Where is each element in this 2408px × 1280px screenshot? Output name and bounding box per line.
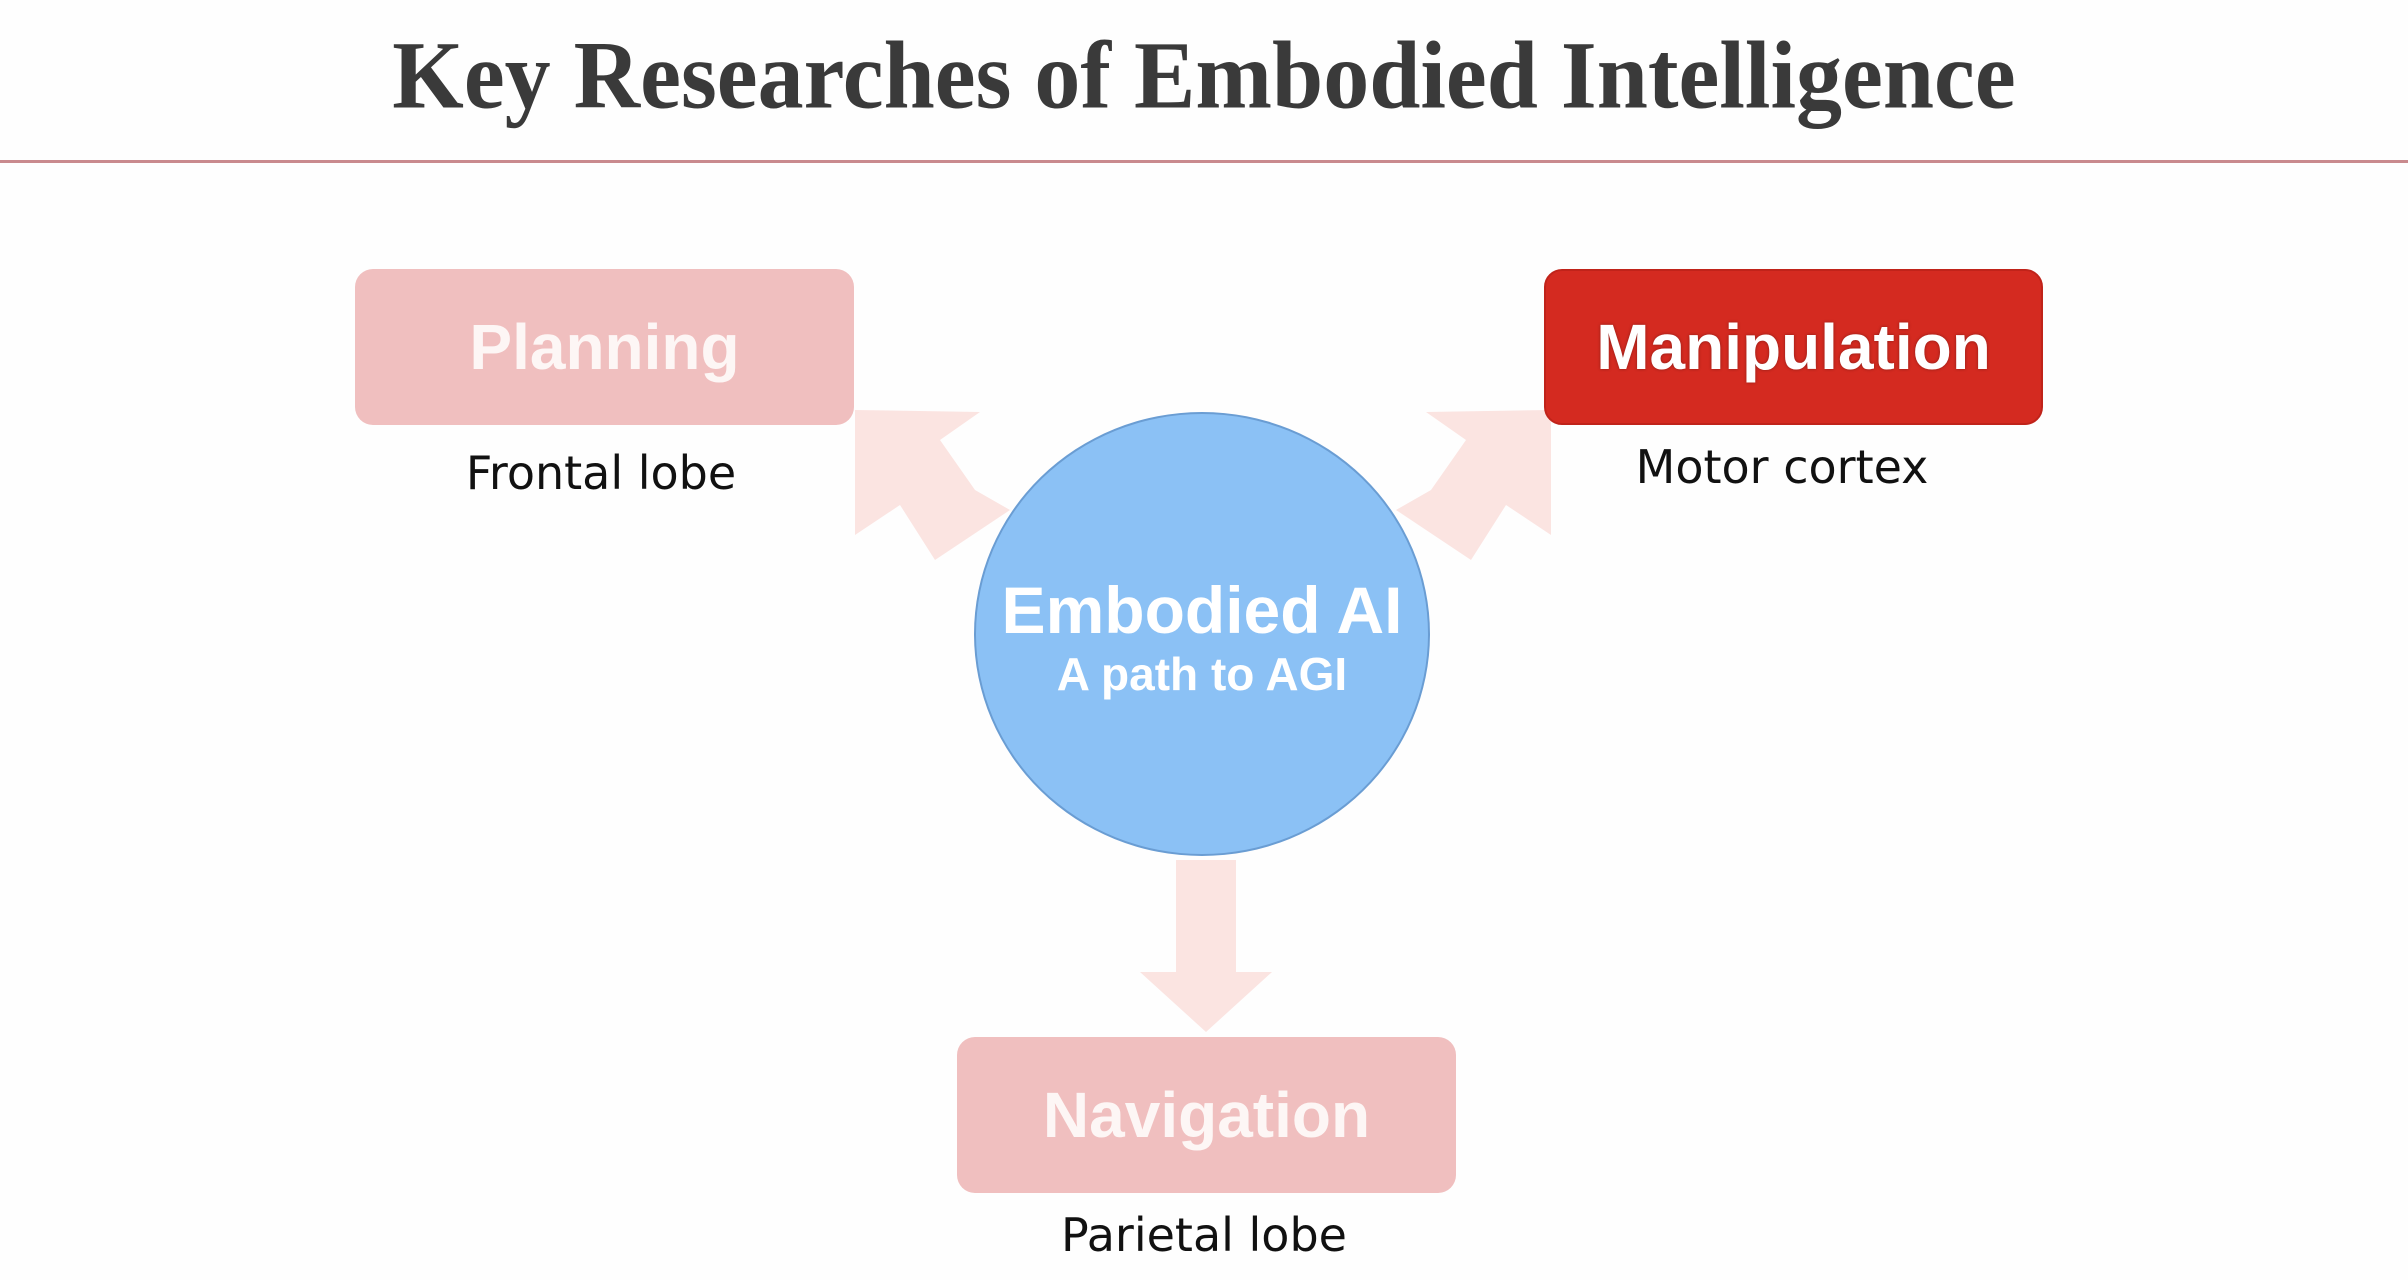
arrow-to-manipulation xyxy=(1396,410,1551,560)
center-sublabel: A path to AGI xyxy=(1056,647,1348,700)
navigation-label: Navigation xyxy=(1042,1079,1371,1151)
navigation-caption: Parietal lobe xyxy=(1061,1208,1347,1262)
planning-box[interactable]: Planning xyxy=(355,269,854,425)
title-divider xyxy=(0,160,2408,163)
center-label: Embodied AI xyxy=(1001,573,1403,648)
planning-label: Planning xyxy=(469,311,740,383)
arrow-to-navigation xyxy=(1140,860,1272,1032)
manipulation-caption: Motor cortex xyxy=(1635,440,1929,494)
planning-caption: Frontal lobe xyxy=(465,446,737,500)
embodied-ai-circle[interactable]: Embodied AI A path to AGI xyxy=(974,412,1430,856)
manipulation-label: Manipulation xyxy=(1596,311,1991,383)
slide-title: Key Researches of Embodied Intelligence xyxy=(392,21,2016,129)
arrow-to-planning xyxy=(855,410,1010,560)
navigation-box[interactable]: Navigation xyxy=(957,1037,1456,1193)
manipulation-box[interactable]: Manipulation xyxy=(1544,269,2043,425)
